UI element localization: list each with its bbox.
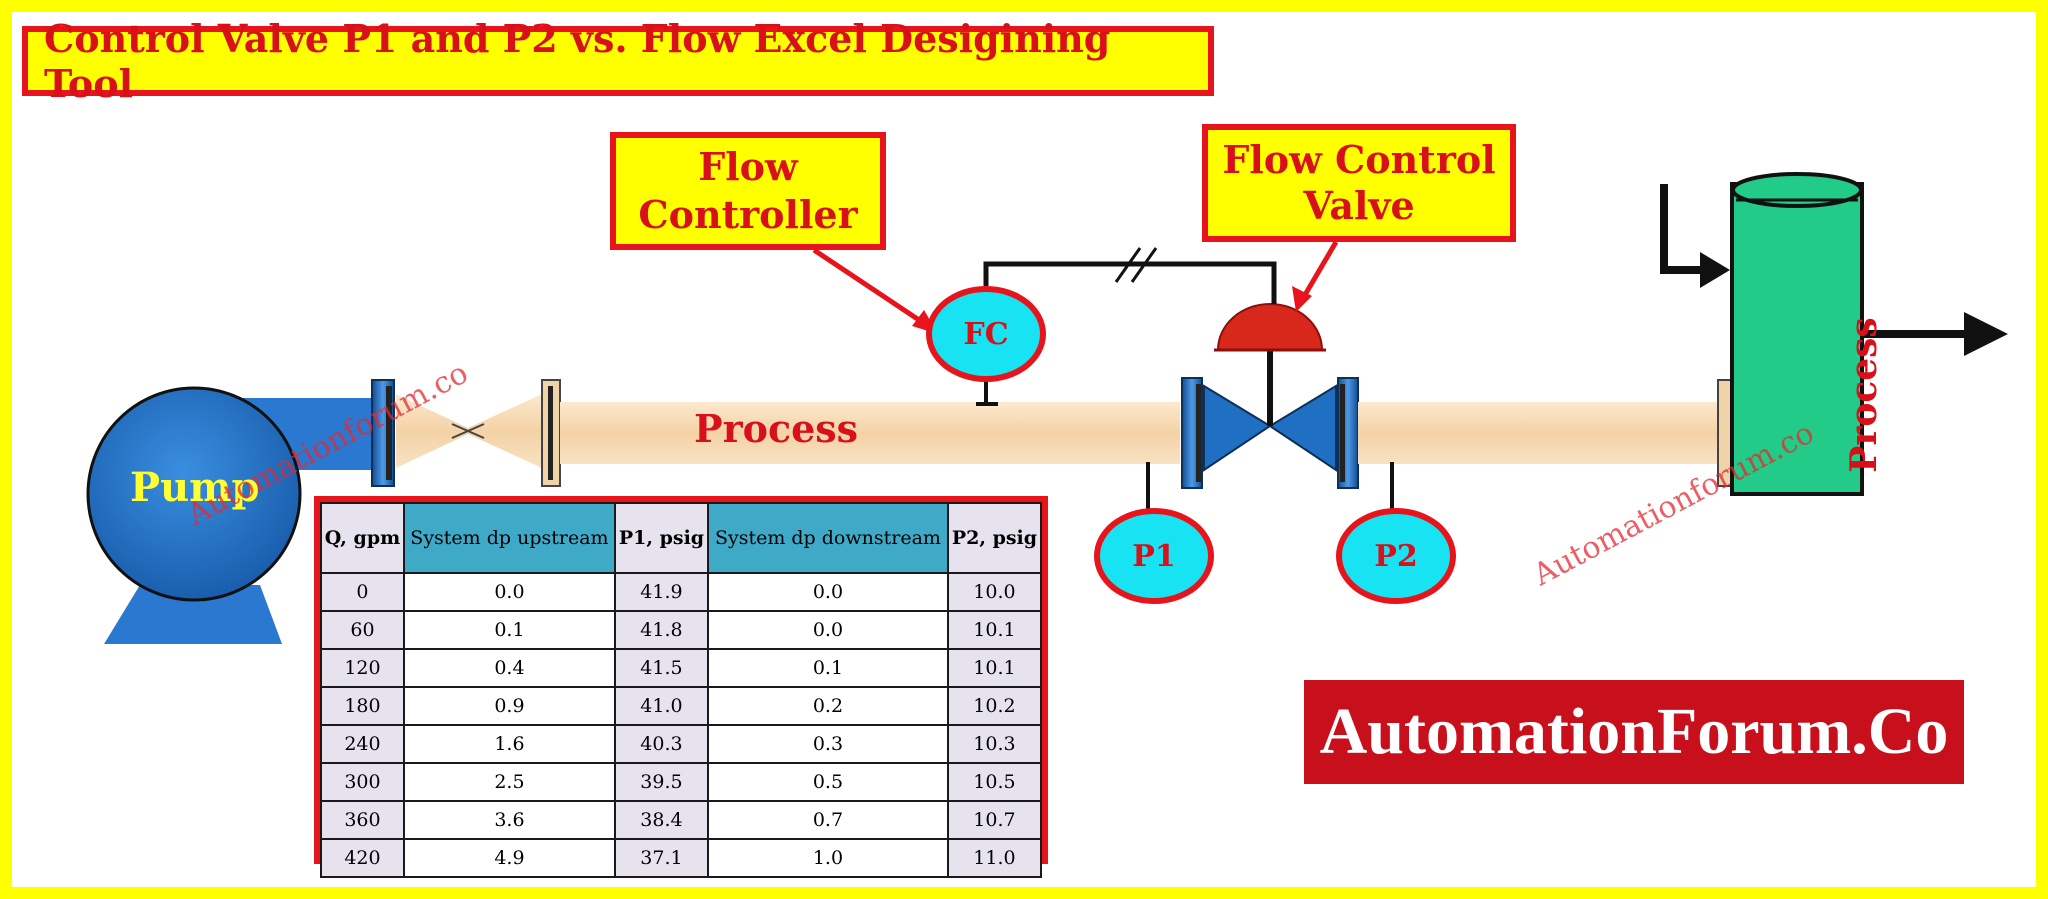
p1-instrument-label: P1: [1132, 538, 1176, 574]
brand-banner: AutomationForum.Co: [1304, 680, 1964, 784]
table-header-row: Q, gpm System dp upstream P1, psig Syste…: [320, 502, 1043, 574]
valve-actuator: [1216, 303, 1324, 351]
data-table-grid: Q, gpm System dp upstream P1, psig Syste…: [320, 502, 1043, 878]
process-pipe-label: Process: [694, 406, 859, 451]
table-cell: 3.6: [402, 800, 616, 840]
header-p2-psig: P2, psig: [946, 502, 1043, 574]
p2-instrument-label: P2: [1374, 538, 1418, 574]
control-valve-body: [1203, 384, 1272, 472]
table-cell: 0: [320, 572, 405, 612]
table-cell: 0.0: [402, 572, 616, 612]
table-cell: 0.0: [707, 572, 949, 612]
signal-line: [983, 261, 1277, 304]
table-cell: 0.1: [402, 610, 616, 650]
table-cell: 41.9: [613, 572, 710, 612]
table-cell: 0.3: [707, 724, 949, 764]
table-cell: 10.0: [946, 572, 1043, 612]
table-cell: 420: [320, 838, 405, 878]
process-vessel-label: Process: [1843, 317, 1885, 473]
table-cell: 0.5: [707, 762, 949, 802]
brand-text: AutomationForum.Co: [1319, 695, 1949, 768]
flow-controller-line-2: Controller: [638, 192, 858, 237]
pump-label: Pump: [130, 464, 260, 511]
table-cell: 41.5: [613, 648, 710, 688]
flow-control-valve-line-1: Flow Control: [1222, 137, 1496, 182]
table-cell: 41.8: [613, 610, 710, 650]
flow-pressure-table: Q, gpm System dp upstream P1, psig Syste…: [314, 496, 1048, 878]
table-cell: 60: [320, 610, 405, 650]
table-cell: 240: [320, 724, 405, 764]
fc-instrument-label: FC: [963, 316, 1009, 352]
table-cell: 120: [320, 648, 405, 688]
header-dp-downstream: System dp downstream: [707, 502, 949, 574]
flow-control-valve-line-2: Valve: [1303, 183, 1415, 228]
header-p1-psig: P1, psig: [613, 502, 710, 574]
process-pipe: [560, 402, 1180, 464]
table-cell: 1.6: [402, 724, 616, 764]
table-cell: 0.9: [402, 686, 616, 726]
table-cell: 0.1: [707, 648, 949, 688]
table-cell: 11.0: [946, 838, 1043, 878]
table-cell: 1.0: [707, 838, 949, 878]
table-cell: 38.4: [613, 800, 710, 840]
table-cell: 4.9: [402, 838, 616, 878]
table-cell: 10.3: [946, 724, 1043, 764]
table-cell: 40.3: [613, 724, 710, 764]
table-cell: 10.2: [946, 686, 1043, 726]
page-title-text: Control Valve P1 and P2 vs. Flow Excel D…: [44, 16, 1111, 106]
p2-instrument: P2: [1336, 508, 1456, 604]
pump-body: [86, 386, 302, 602]
table-cell: 10.1: [946, 648, 1043, 688]
page-title: Control Valve P1 and P2 vs. Flow Excel D…: [22, 16, 1214, 106]
flow-controller-label: Flow Controller: [610, 132, 886, 250]
table-cell: 0.0: [707, 610, 949, 650]
table-cell: 10.7: [946, 800, 1043, 840]
table-cell: 0.7: [707, 800, 949, 840]
reducer-section: [396, 394, 468, 468]
vessel-top: [1731, 172, 1863, 208]
table-cell: 41.0: [613, 686, 710, 726]
header-q-gpm: Q, gpm: [320, 502, 405, 574]
fc-instrument: FC: [926, 286, 1046, 382]
table-cell: 10.1: [946, 610, 1043, 650]
p1-instrument: P1: [1094, 508, 1214, 604]
table-cell: 360: [320, 800, 405, 840]
table-cell: 2.5: [402, 762, 616, 802]
downstream-pipe: [1358, 402, 1718, 464]
table-cell: 0.2: [707, 686, 949, 726]
table-cell: 180: [320, 686, 405, 726]
table-cell: 39.5: [613, 762, 710, 802]
table-cell: 10.5: [946, 762, 1043, 802]
header-dp-upstream: System dp upstream: [402, 502, 616, 574]
vessel-inlet-arrow: [1660, 184, 1714, 274]
table-cell: 300: [320, 762, 405, 802]
table-cell: 37.1: [613, 838, 710, 878]
flow-control-valve-label: Flow Control Valve: [1202, 124, 1516, 242]
pump-base: [104, 585, 282, 644]
flow-controller-line-1: Flow: [698, 144, 798, 189]
table-cell: 0.4: [402, 648, 616, 688]
